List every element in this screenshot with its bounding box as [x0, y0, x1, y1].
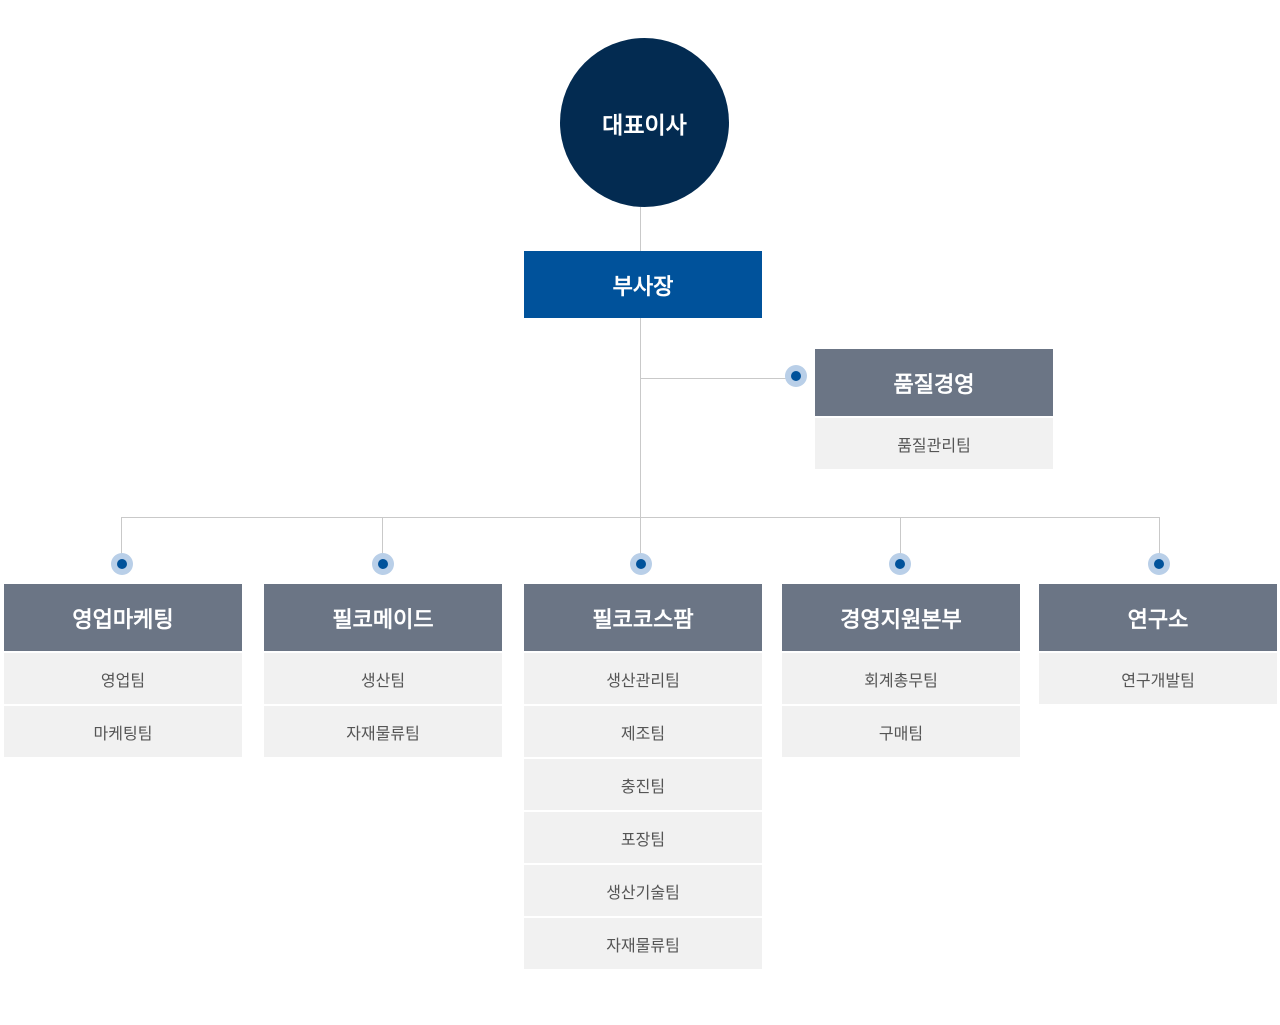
connector-dot-2 [372, 553, 394, 575]
team-item: 생산팀 [264, 653, 502, 704]
team-item: 제조팀 [524, 706, 762, 757]
team-item: 영업팀 [4, 653, 242, 704]
department-title: 연구소 [1039, 584, 1277, 651]
department-title: 경영지원본부 [782, 584, 1020, 651]
department-research-lab: 연구소 연구개발팀 [1039, 584, 1277, 704]
connector-drop-5 [1159, 517, 1160, 563]
connector-drop-4 [900, 517, 901, 563]
ceo-node: 대표이사 [560, 38, 729, 207]
connector-dot-3 [630, 553, 652, 575]
department-pilco-cospharm: 필코코스팜 생산관리팀 제조팀 충진팀 포장팀 생산기술팀 자재물류팀 [524, 584, 762, 969]
department-management-support: 경영지원본부 회계총무팀 구매팀 [782, 584, 1020, 757]
connector-dot-quality [785, 365, 807, 387]
connector-dot-1 [111, 553, 133, 575]
vice-president-node: 부사장 [524, 251, 762, 318]
team-item: 자재물류팀 [264, 706, 502, 757]
team-item: 생산기술팀 [524, 865, 762, 916]
connector-quality-branch [640, 378, 796, 379]
department-title: 영업마케팅 [4, 584, 242, 651]
connector-drop-2 [382, 517, 383, 563]
team-item: 포장팀 [524, 812, 762, 863]
connector-ceo-vp [640, 207, 641, 251]
team-item: 구매팀 [782, 706, 1020, 757]
ceo-label: 대표이사 [602, 112, 687, 139]
team-item: 연구개발팀 [1039, 653, 1277, 704]
department-title: 필코메이드 [264, 584, 502, 651]
team-item: 마케팅팀 [4, 706, 242, 757]
quality-department: 품질경영 품질관리팀 [815, 349, 1053, 469]
department-title: 필코코스팜 [524, 584, 762, 651]
connector-drop-3 [640, 517, 641, 563]
connector-dot-5 [1148, 553, 1170, 575]
team-item: 생산관리팀 [524, 653, 762, 704]
team-item: 자재물류팀 [524, 918, 762, 969]
department-pilco-made: 필코메이드 생산팀 자재물류팀 [264, 584, 502, 757]
connector-dot-4 [889, 553, 911, 575]
quality-department-title: 품질경영 [815, 349, 1053, 416]
connector-vp-trunk [640, 318, 641, 518]
quality-team: 품질관리팀 [815, 418, 1053, 469]
department-sales-marketing: 영업마케팅 영업팀 마케팅팀 [4, 584, 242, 757]
connector-drop-1 [121, 517, 122, 563]
team-item: 회계총무팀 [782, 653, 1020, 704]
team-item: 충진팀 [524, 759, 762, 810]
vice-president-label: 부사장 [612, 274, 674, 300]
